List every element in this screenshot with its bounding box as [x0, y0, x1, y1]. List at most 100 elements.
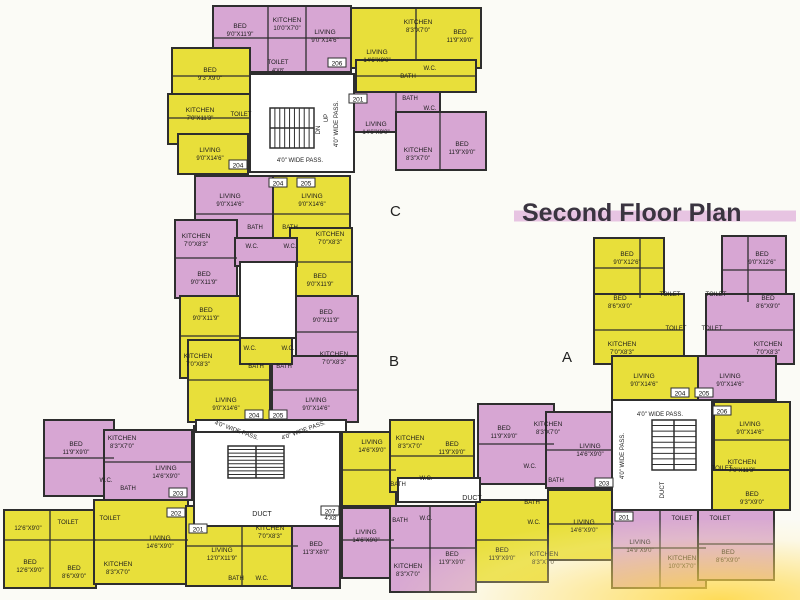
kitchen-label: KITCHEN: [184, 353, 213, 360]
kitchen-dimension: 7'0"X8'3": [610, 350, 634, 356]
kitchen-dimension: 8'3"X7'0": [536, 430, 560, 436]
unit-number: 201: [619, 515, 630, 522]
wc-label: W.C.: [420, 516, 433, 522]
unit-number-box: [244, 409, 264, 420]
living-label: LIVING: [719, 373, 740, 380]
living-dimension: 9'0"X14'6": [216, 202, 243, 208]
kitchen-dimension: 7'0"X11'3": [187, 116, 214, 122]
bed-dimension: 11'9"X9'0": [447, 38, 474, 44]
living-label: LIVING: [739, 421, 760, 428]
bath-label: BATH: [282, 225, 298, 231]
unit-number: 201: [193, 527, 204, 534]
kitchen-label: KITCHEN: [182, 233, 211, 240]
unit-number-box: [268, 177, 288, 188]
bed-dimension: 9'3"X9'0": [198, 76, 222, 82]
room-block: [239, 335, 293, 365]
room-block: [721, 235, 787, 303]
bed-dimension: 8'6"X9'0": [608, 304, 632, 310]
bed-dimension: 11'9"X9'0": [491, 434, 518, 440]
bath-label: BATH: [400, 74, 416, 80]
unit-number-box: [712, 405, 732, 416]
unit-number: 204: [273, 181, 284, 188]
toilet-label: TOILET: [666, 326, 687, 332]
duct-dimension: 4'X8': [325, 516, 338, 522]
unit-number-box: [228, 159, 248, 170]
kitchen-label: KITCHEN: [186, 107, 215, 114]
corridors: [193, 73, 713, 527]
wc-label: W.C.: [282, 346, 295, 352]
kitchen-dimension: 8'3"X7'0": [106, 570, 130, 576]
duct-label: DUCT: [252, 511, 272, 518]
wc-label: W.C.: [246, 244, 259, 250]
kitchen-label: KITCHEN: [534, 421, 563, 428]
bed-label: BED: [445, 441, 459, 448]
living-label: LIVING: [633, 373, 654, 380]
corridor: [195, 419, 347, 433]
wc-label: W.C.: [100, 478, 113, 484]
bed-dimension: 9'0"X12'6": [748, 260, 775, 266]
toilet-label: TOILET: [58, 520, 79, 526]
bed-label: BED: [309, 541, 323, 548]
bath-label: BATH: [248, 364, 264, 370]
kitchen-dimension: 8'3"X7'0": [406, 156, 430, 162]
kitchen-dimension: 8'3"X7'0": [110, 444, 134, 450]
bed-label: BED: [23, 559, 37, 566]
bath-label: BATH: [120, 486, 136, 492]
kitchen-label: KITCHEN: [273, 17, 302, 24]
living-label: LIVING: [355, 529, 376, 536]
wing-label-c: C: [390, 203, 401, 220]
unit-number: 204: [233, 163, 244, 170]
kitchen-label: KITCHEN: [728, 459, 757, 466]
unit-number: 206: [717, 409, 728, 416]
bed-label: BED: [453, 29, 467, 36]
living-label: LIVING: [219, 193, 240, 200]
unit-number-box: [694, 387, 714, 398]
duct-label: DUCT: [660, 481, 666, 498]
kitchen-label: KITCHEN: [256, 525, 285, 532]
unit-number-box: [166, 507, 186, 518]
bed-label: BED: [203, 67, 217, 74]
living-label: LIVING: [215, 397, 236, 404]
room-block: [709, 469, 791, 511]
bed-label: BED: [761, 295, 775, 302]
living-label: LIVING: [199, 147, 220, 154]
living-dimension: 9'0"X14'6": [302, 406, 329, 412]
toilet-label: TOILET: [231, 112, 252, 118]
toilet-dimension: 4'X8': [272, 68, 284, 74]
wc-label: W.C.: [256, 576, 269, 582]
plan-title: Second Floor Plan: [514, 198, 796, 228]
living-dimension: 14'6"X9'0": [352, 538, 379, 544]
bed-dimension: 11'3"X8'0": [303, 550, 330, 556]
living-label: LIVING: [579, 443, 600, 450]
unit-number-box: [327, 57, 347, 68]
kitchen-label: KITCHEN: [316, 231, 345, 238]
unit-number-box: [188, 523, 208, 534]
wc-label: W.C.: [244, 346, 257, 352]
wc-label: W.C.: [284, 244, 297, 250]
unit-number: 205: [699, 391, 710, 398]
kitchen-dimension: 7'0"X8'3": [756, 350, 780, 356]
unit-number-box: [320, 505, 340, 516]
kitchen-dimension: 7'0"X8'3": [186, 362, 210, 368]
kitchen-label: KITCHEN: [404, 19, 433, 26]
staircase: [269, 107, 315, 149]
unit-number-box: [296, 177, 316, 188]
unit-number-box: [348, 93, 368, 104]
bed-label: BED: [745, 491, 759, 498]
corridor: [239, 261, 297, 339]
living-dimension: 14'6"X9'0": [363, 58, 390, 64]
living-dimension: 9'0"X14'6": [196, 156, 223, 162]
bath-label: BATH: [276, 364, 292, 370]
living-label: LIVING: [301, 193, 322, 200]
room-block: [593, 293, 685, 365]
unit-number: 204: [675, 391, 686, 398]
kitchen-label: KITCHEN: [104, 561, 133, 568]
unit-number-box: [670, 387, 690, 398]
toilet-label: TOILET: [268, 60, 289, 66]
dn-label: DN: [316, 126, 322, 135]
bath-label: BATH: [524, 500, 540, 506]
bed-label: BED: [197, 271, 211, 278]
bed-label: BED: [199, 307, 213, 314]
living-label: LIVING: [211, 547, 232, 554]
